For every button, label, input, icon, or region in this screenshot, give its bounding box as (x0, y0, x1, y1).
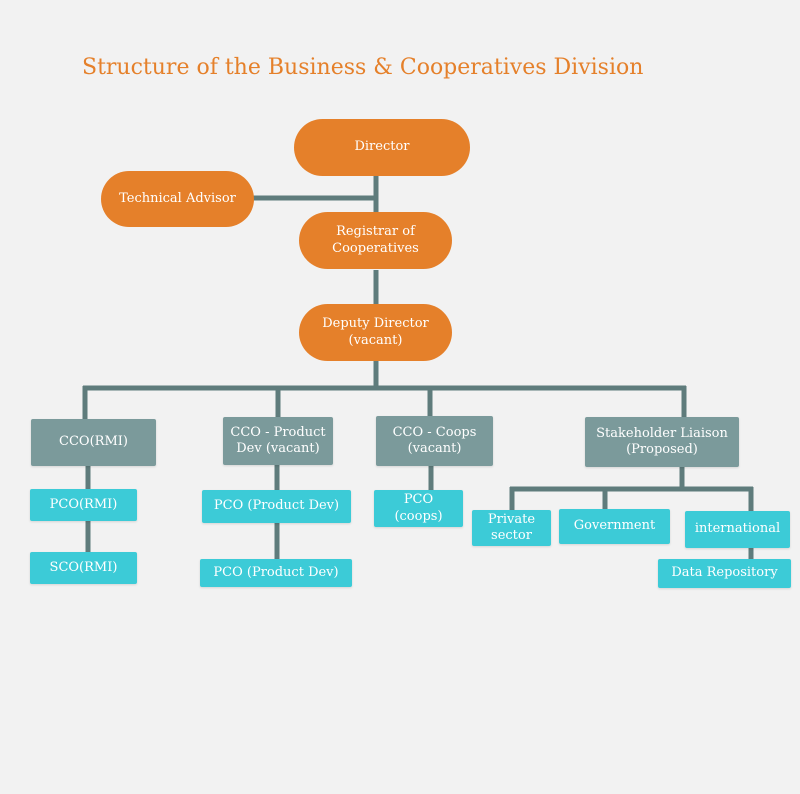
data-repository-box: Data Repository (658, 559, 791, 588)
cco-product-dev-box: CCO - Product Dev (vacant) (223, 417, 333, 465)
international-box: international (685, 511, 790, 548)
page-title: Structure of the Business & Cooperatives… (82, 55, 644, 80)
cco-coops-box: CCO - Coops (vacant) (376, 416, 493, 466)
pco-rmi-box: PCO(RMI) (30, 489, 137, 521)
sco-rmi-box: SCO(RMI) (30, 552, 137, 584)
deputy-director-box: Deputy Director (vacant) (299, 304, 452, 361)
pco-product-dev-box-1: PCO (Product Dev) (202, 490, 351, 523)
private-sector-box: Private sector (472, 510, 551, 546)
technical-advisor-box: Technical Advisor (101, 171, 254, 227)
pco-coops-box: PCO (coops) (374, 490, 463, 527)
government-box: Government (559, 509, 670, 544)
director-box: Director (294, 119, 470, 176)
stakeholder-liaison-box: Stakeholder Liaison (Proposed) (585, 417, 739, 467)
registrar-box: Registrar of Cooperatives (299, 212, 452, 269)
pco-product-dev-box-2: PCO (Product Dev) (200, 559, 352, 587)
cco-rmi-box: CCO(RMI) (31, 419, 156, 466)
